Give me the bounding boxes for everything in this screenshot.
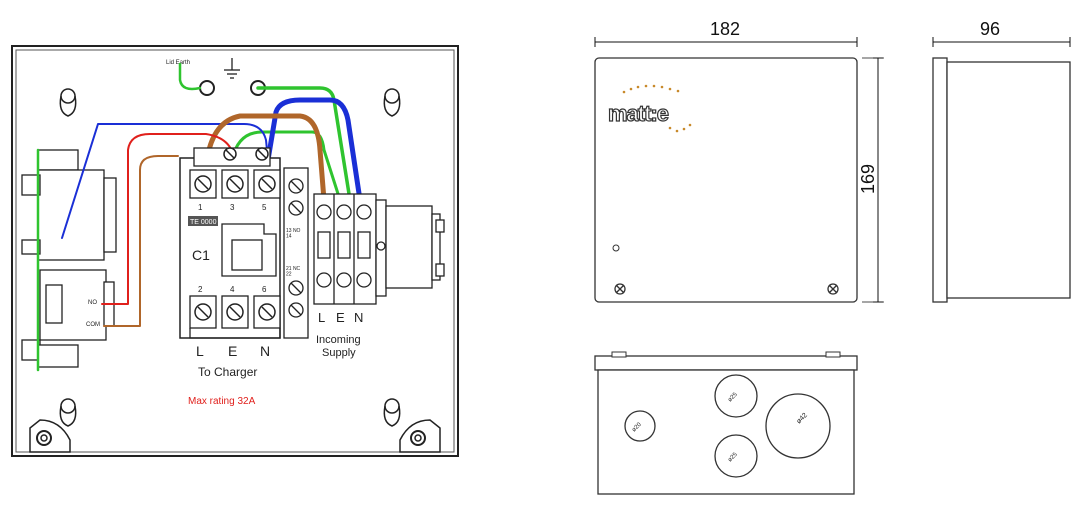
max-rating-warning: Max rating 32A [188,396,256,407]
knockout-hole-25-top: ø25 [714,374,758,418]
earth-symbol-icon [224,58,240,79]
wire-blue-left [61,123,269,239]
terminal-label-1: 1 [198,203,203,212]
lid-earth-label: Lid Earth [166,60,190,66]
charger-terminal-n: N [260,343,270,359]
incoming-supply-line1: Incoming [316,334,361,346]
supply-terminal-n: N [354,310,363,325]
front-panel [594,57,858,303]
terminal-screw-icon [194,147,276,193]
keyhole-mount-top-right [383,88,401,117]
supply-terminal-l: L [318,310,325,325]
wire-red [101,133,235,305]
terminal-label-4: 4 [230,285,235,294]
to-charger-label: To Charger [198,365,257,379]
earth-stud-left [199,80,215,96]
charger-terminal-l: L [196,343,204,359]
bottom-view: ø20 ø25 ø25 ø42 [594,351,858,495]
supply-terminal-block [313,193,445,305]
aux-contact-block [283,167,309,339]
contactor-c1: 1 3 5 TE 0000 C1 2 4 6 [179,147,281,339]
side-body [946,61,1071,299]
terminal-label-6: 6 [262,285,267,294]
depth-dimension: 96 [980,19,1000,39]
terminal-label-2: 2 [198,285,203,294]
relay-module [21,149,117,368]
wiring-diagram: Lid Earth NO COM [11,45,459,457]
contactor-badge [188,216,218,226]
width-dimension: 182 [710,19,740,39]
terminal-label-5: 5 [262,203,267,212]
wire-green-lid-earth [178,62,202,91]
height-dimension: 169 [858,164,878,194]
front-screw-right [827,283,839,295]
bottom-screw-bumps [611,351,841,358]
incoming-supply-line2: Supply [322,347,356,359]
corner-screw-bottom-right [399,419,441,453]
wire-blue-main [265,97,363,203]
relay-no-label: NO [88,300,97,306]
contactor-badge-text: TE 0000 [190,219,217,226]
keyhole-mount-bottom-left [59,398,77,427]
front-view: 182 169 matt:e [594,19,884,303]
knockout-hole-42: ø42 [765,393,831,459]
bottom-lid-edge [594,355,858,371]
keyhole-mount-top-left [59,88,77,117]
matte-logo: matt:e [607,84,692,133]
relay-com-label: COM [86,322,100,328]
front-screw-left [614,283,626,295]
terminal-screw-icon [194,303,276,321]
logo-text: matt:e [608,101,669,126]
knockout-hole-20: ø20 [624,410,656,442]
indicator-led [612,244,620,252]
terminal-label-3: 3 [230,203,235,212]
wire-green-to-charger-e [230,130,342,202]
corner-screw-bottom-left [29,419,71,453]
wire-brown-main [203,113,327,203]
side-view: 96 [932,19,1071,303]
knockout-hole-25-bottom: ø25 [714,434,758,478]
charger-terminal-e: E [228,343,237,359]
wire-brown-com [103,155,179,327]
side-lid [932,57,948,303]
keyhole-mount-bottom-right [383,398,401,427]
contactor-name: C1 [192,247,210,263]
supply-terminal-e: E [336,310,345,325]
